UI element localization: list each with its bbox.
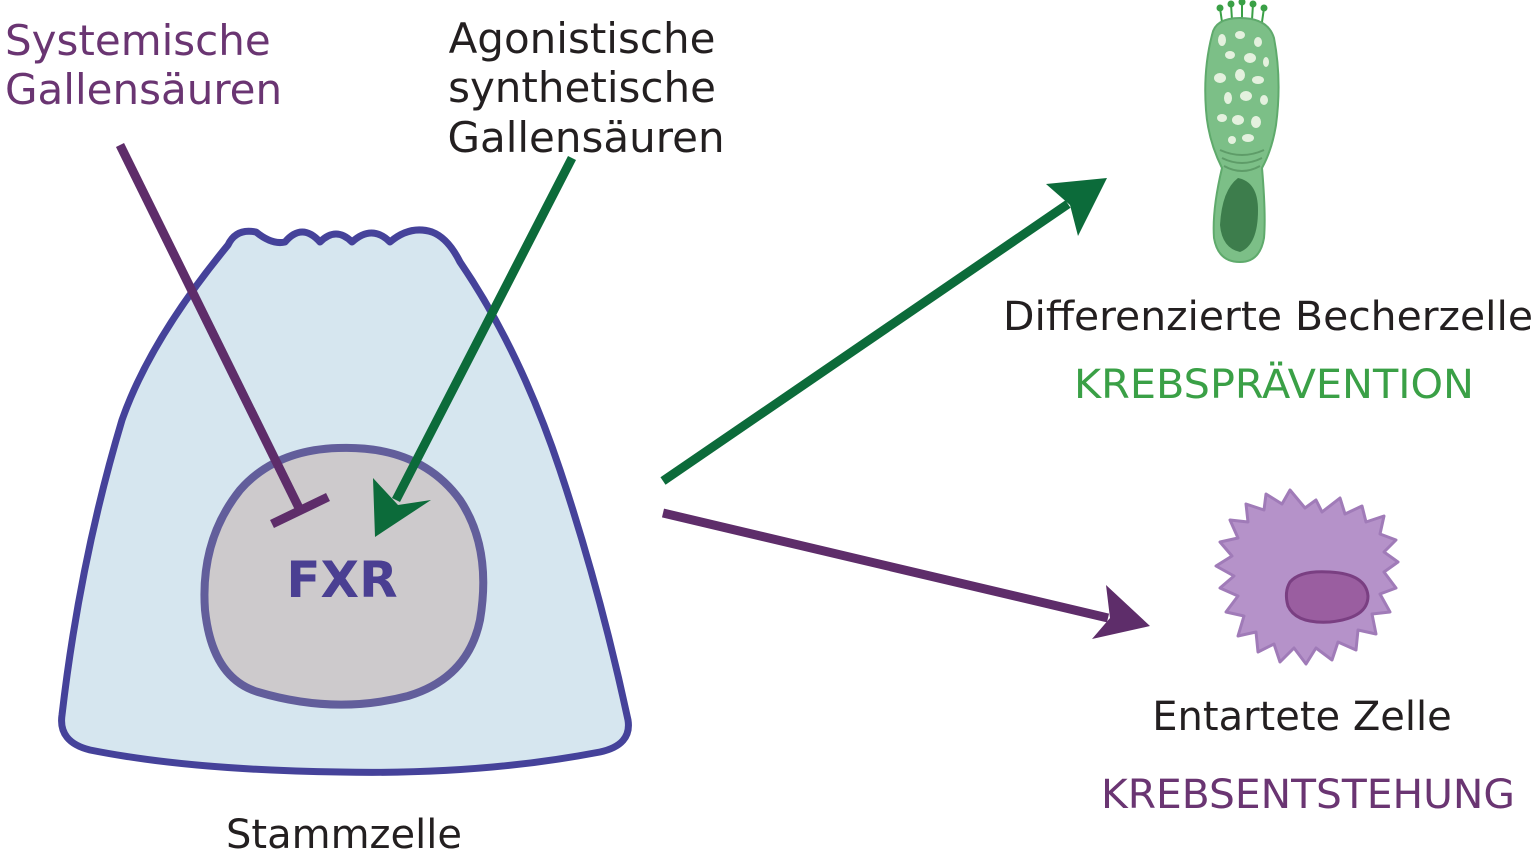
svg-text:Gallensäuren: Gallensäuren [5,65,282,114]
degenerate-cell [1214,488,1400,666]
inhibition-line [115,143,305,512]
degenerate-cell-label: Entartete Zelle [1152,694,1451,740]
stem-cell-label: Stammzelle [226,812,462,858]
agonist-label-line2: synthetische [448,63,716,112]
goblet-cell [1204,0,1280,264]
svg-text:Systemische: Systemische [5,16,271,65]
goblet-cell-label: Differenzierte Becherzelle [1003,294,1533,340]
inhibition-bar [270,492,330,529]
svg-text:synthetische: synthetische [448,63,716,112]
systemic-bile-acids-label-line1: Systemische [5,16,271,65]
agonist-label-line1: Agonistische [449,14,716,63]
activation-arrow-head [373,478,431,537]
cancer-prevention-label: KREBSPRÄVENTION [1074,360,1474,408]
differentiation-arrow-shaft [660,200,1071,485]
svg-text:Agonistische: Agonistische [449,14,716,63]
carcinogenesis-label: KREBSENTSTEHUNG [1101,772,1515,818]
differentiation-arrow-head [1046,178,1107,236]
transformation-arrow-shaft [661,508,1110,623]
systemic-bile-acids-label-line2: Gallensäuren [5,65,282,114]
activation-arrow-shaft [391,155,577,503]
svg-text:Gallensäuren: Gallensäuren [447,113,724,162]
fxr-label: FXR [286,551,397,609]
transformation-arrow-head [1092,585,1150,639]
nucleus [200,443,488,709]
agonist-label-line3: Gallensäuren [447,113,724,162]
